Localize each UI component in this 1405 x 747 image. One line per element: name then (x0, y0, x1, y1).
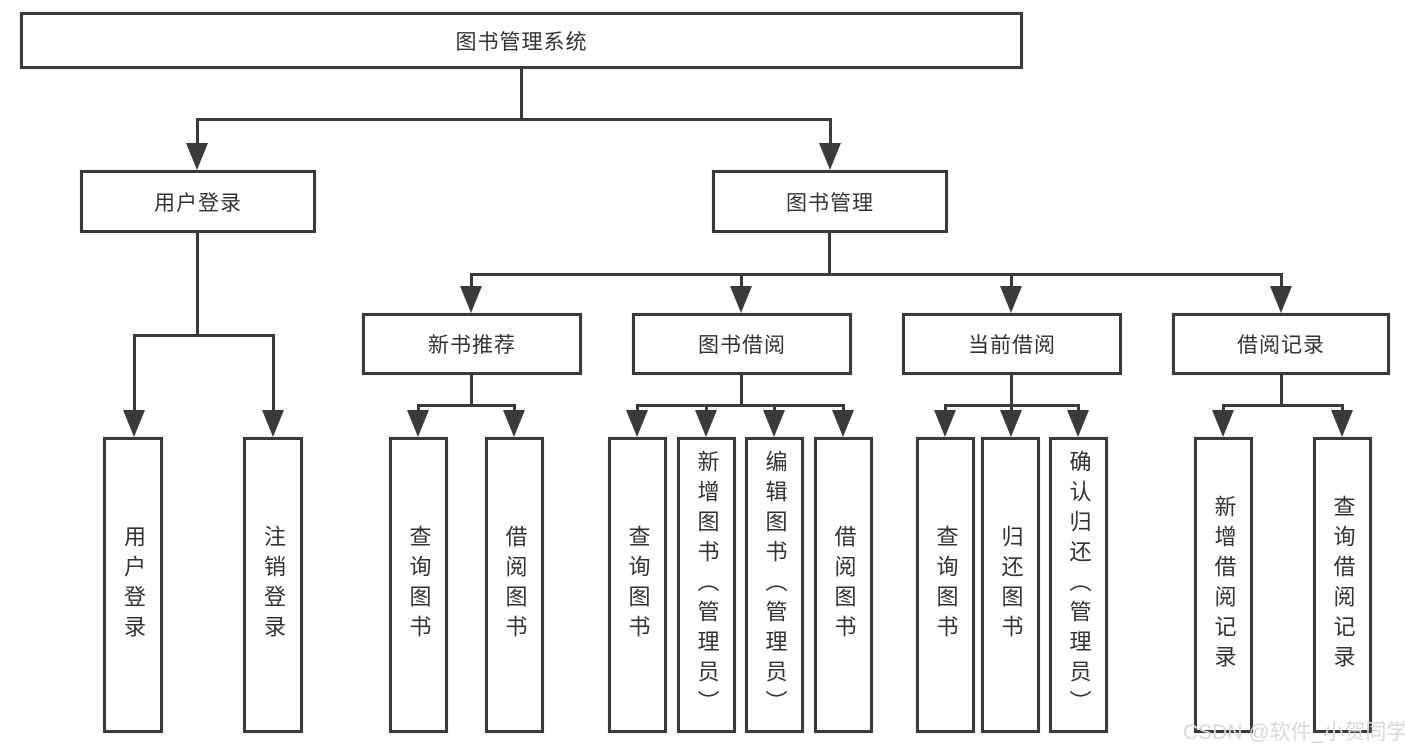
connector-drop (944, 404, 947, 414)
arrow-down-icon (763, 410, 785, 437)
arrow-down-icon (1067, 410, 1089, 437)
connector-current-borrow-stem (1010, 375, 1013, 407)
node-label: 归还图书 (998, 525, 1024, 645)
connector-drop (636, 404, 639, 414)
node-label: 新增借阅记录 (1211, 495, 1237, 675)
connector-drop-login (133, 334, 136, 414)
connector-drop (417, 404, 420, 414)
connector-level1-horizontal (196, 118, 832, 121)
node-book-management: 图书管理 (712, 170, 948, 233)
connector-root-stem (520, 69, 523, 121)
connector-new-book-horizontal (417, 404, 516, 407)
connector-drop-current-borrow (1010, 273, 1013, 291)
node-br-query-borrow-record: 查询借阅记录 (1313, 437, 1372, 733)
connector-new-book-stem (470, 375, 473, 407)
node-label: 新书推荐 (428, 334, 516, 357)
arrow-down-icon (695, 410, 717, 437)
node-borrow-records: 借阅记录 (1172, 313, 1390, 375)
node-bb-add-books-admin: 新增图书（管理员） (677, 437, 736, 733)
node-label: 图书借阅 (698, 334, 786, 357)
arrow-down-icon (186, 143, 208, 170)
connector-drop-book-mgmt (829, 118, 832, 148)
connector-user-login-stem (196, 233, 199, 337)
connector-drop (1341, 404, 1344, 414)
watermark: CSDN @软件_小贺同学 (1183, 721, 1405, 744)
connector-user-login-horizontal (133, 334, 275, 337)
connector-borrow-records-horizontal (1222, 404, 1344, 407)
node-label: 用户登录 (154, 191, 242, 215)
arrow-down-icon (934, 410, 956, 437)
connector-drop (1077, 404, 1080, 414)
connector-drop-logout (272, 334, 275, 414)
connector-drop (773, 404, 776, 414)
arrow-down-icon (503, 410, 525, 437)
node-label: 查询图书 (406, 525, 432, 645)
arrow-down-icon (123, 410, 145, 437)
node-current-borrow: 当前借阅 (902, 313, 1122, 375)
node-label: 确认归还（管理员） (1066, 450, 1092, 720)
node-cb-return-books: 归还图书 (981, 437, 1040, 733)
connector-borrow-records-stem (1280, 375, 1283, 407)
node-cb-query-books: 查询图书 (916, 437, 975, 733)
arrow-down-icon (832, 410, 854, 437)
node-label: 图书管理系统 (455, 30, 588, 54)
node-label: 新增图书（管理员） (694, 450, 720, 720)
connector-drop (1222, 404, 1225, 414)
node-new-book-recommend: 新书推荐 (362, 313, 582, 375)
node-label: 编辑图书（管理员） (762, 450, 788, 720)
arrow-down-icon (407, 410, 429, 437)
node-label: 当前借阅 (968, 334, 1056, 357)
connector-drop (513, 404, 516, 414)
connector-drop-new-book (470, 273, 473, 291)
connector-drop (1010, 404, 1013, 414)
node-label: 用户登录 (121, 525, 146, 645)
connector-book-mgmt-stem (828, 233, 831, 276)
node-label: 借阅图书 (502, 525, 528, 645)
node-nbr-borrow-books: 借阅图书 (485, 437, 544, 733)
node-nbr-query-books: 查询图书 (389, 437, 448, 733)
node-br-add-borrow-record: 新增借阅记录 (1194, 437, 1253, 733)
arrow-down-icon (1331, 410, 1353, 437)
connector-drop-user-login (196, 118, 199, 148)
arrow-down-icon (1270, 286, 1292, 313)
node-label: 注销登录 (261, 525, 286, 645)
arrow-down-icon (460, 286, 482, 313)
node-cb-confirm-return-admin: 确认归还（管理员） (1049, 437, 1108, 733)
node-user-login: 用户登录 (80, 170, 316, 233)
connector-drop-book-borrow (740, 273, 743, 291)
connector-drop (705, 404, 708, 414)
node-label: 查询图书 (625, 525, 651, 645)
arrow-down-icon (730, 286, 752, 313)
node-logout-action: 注销登录 (243, 437, 303, 733)
node-user-login-action: 用户登录 (103, 437, 163, 733)
node-label: 借阅图书 (831, 525, 857, 645)
connector-drop-borrow-records (1280, 273, 1283, 291)
connector-book-borrow-stem (740, 375, 743, 407)
arrow-down-icon (262, 410, 284, 437)
node-label: 查询借阅记录 (1330, 495, 1356, 675)
node-label: 查询图书 (933, 525, 959, 645)
node-label: 图书管理 (786, 191, 874, 215)
connector-level2-horizontal (470, 273, 1282, 276)
arrow-down-icon (819, 143, 841, 170)
arrow-down-icon (1212, 410, 1234, 437)
node-label: 借阅记录 (1237, 334, 1325, 357)
node-library-management-system: 图书管理系统 (20, 12, 1023, 69)
arrow-down-icon (626, 410, 648, 437)
node-bb-query-books: 查询图书 (608, 437, 667, 733)
node-bb-borrow-books: 借阅图书 (814, 437, 873, 733)
node-book-borrow: 图书借阅 (632, 313, 852, 375)
connector-book-borrow-horizontal (636, 404, 845, 407)
arrow-down-icon (1000, 286, 1022, 313)
arrow-down-icon (1000, 410, 1022, 437)
connector-drop (842, 404, 845, 414)
node-bb-edit-books-admin: 编辑图书（管理员） (745, 437, 804, 733)
